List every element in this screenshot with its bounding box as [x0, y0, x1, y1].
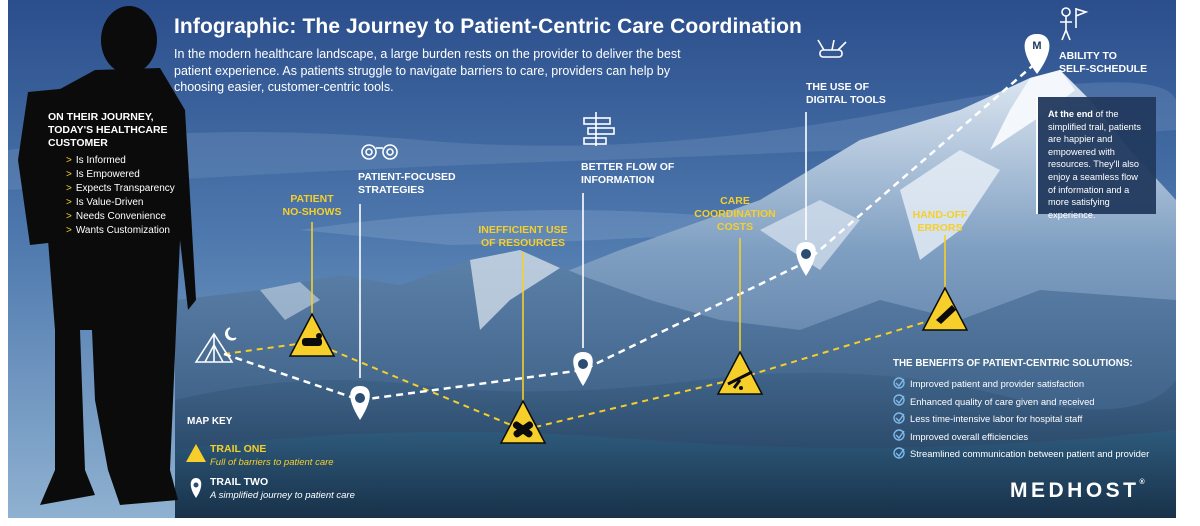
trait-text: Is Value-Driven	[75, 197, 144, 208]
label-line: THE USE OF	[806, 81, 870, 93]
check-icons	[893, 377, 905, 459]
benefit-text: Less time-intensive labor for hospital s…	[910, 413, 1083, 425]
intro-line: choosing easier, customer-centric tools.	[174, 80, 394, 94]
label-line: COSTS	[716, 221, 754, 233]
peak-snow	[990, 70, 1075, 150]
label-line: CARE	[720, 195, 750, 207]
trait-text: Is Empowered	[75, 169, 140, 180]
intro-line: In the modern healthcare landscape, a la…	[174, 47, 681, 61]
map-key-pin	[190, 478, 202, 498]
map-key-trail-one-desc: Full of barriers to patient care	[210, 457, 334, 468]
benefit-text: Streamlined communication between patien…	[910, 448, 1150, 460]
label-inefficient-resources: INEFFICIENT USE OF RESOURCES	[430, 224, 616, 250]
label-line: INEFFICIENT USE	[478, 224, 568, 236]
customer-heading-line: TODAY'S HEALTHCARE	[48, 124, 168, 136]
label-patient-focused: PATIENT-FOCUSED STRATEGIES	[358, 171, 456, 197]
label-handoff-errors: HAND-OFF ERRORS	[880, 209, 1000, 235]
chevron-right-icon: >	[66, 211, 72, 222]
end-summary-body: of the simplified trail, patients are ha…	[1048, 109, 1141, 220]
hiker-silhouette	[18, 6, 196, 505]
chevron-right-icon: >	[66, 197, 72, 208]
map-key-heading: MAP KEY	[187, 416, 233, 427]
label-line: ABILITY TO	[1059, 50, 1117, 62]
list-item: >Is Empowered	[66, 168, 175, 182]
customer-heading-line: ON THEIR JOURNEY,	[48, 111, 154, 123]
benefit-text: Improved overall efficiencies	[910, 430, 1029, 442]
label-line: DIGITAL TOOLS	[806, 94, 886, 106]
label-self-schedule: ABILITY TO SELF-SCHEDULE	[1059, 50, 1147, 76]
trail-two-leaders	[359, 112, 807, 378]
intro-line: patient experience. As patients struggle…	[174, 63, 671, 78]
label-line: COORDINATION	[694, 208, 776, 220]
page-title: Infographic: The Journey to Patient-Cent…	[174, 15, 802, 38]
registered-mark: ®	[1139, 479, 1145, 486]
trait-text: Wants Customization	[75, 225, 170, 236]
benefits-heading: THE BENEFITS OF PATIENT-CENTRIC SOLUTION…	[893, 358, 1133, 369]
trait-text: Is Informed	[75, 155, 126, 166]
cloud-band	[8, 82, 1176, 190]
map-key-triangle	[186, 444, 206, 462]
label-line: ERRORS	[917, 222, 963, 234]
list-item: >Is Informed	[66, 154, 175, 168]
mid-snow	[470, 250, 560, 330]
end-summary-text: At the end of the simplified trail, pati…	[1048, 108, 1148, 221]
end-summary-lead: At the end	[1048, 109, 1093, 119]
benefit-text: Improved patient and provider satisfacti…	[910, 378, 1085, 390]
location-pins	[350, 34, 1050, 420]
chevron-right-icon: >	[66, 225, 72, 236]
label-patient-no-shows: PATIENT NO-SHOWS	[270, 193, 354, 219]
list-item: >Is Value-Driven	[66, 196, 175, 210]
medhost-logo: MEDHOST®	[1010, 479, 1145, 503]
snow-patch-2	[760, 200, 860, 270]
label-line: BETTER FLOW OF	[581, 161, 675, 173]
label-line: INFORMATION	[581, 174, 655, 186]
benefit-text: Enhanced quality of care given and recei…	[910, 395, 1095, 407]
valley-floor	[175, 430, 1176, 518]
trait-text: Needs Convenience	[75, 211, 166, 222]
trail-one-path	[223, 315, 946, 432]
logo-text: MEDHOST	[1010, 479, 1140, 502]
label-better-flow: BETTER FLOW OF INFORMATION	[581, 161, 674, 187]
list-item: >Expects Transparency	[66, 182, 175, 196]
list-item: >Needs Convenience	[66, 210, 175, 224]
chevron-right-icon: >	[66, 169, 72, 180]
cloud-band-lower	[300, 190, 1000, 245]
list-item: Improved overall efficiencies	[893, 428, 1149, 446]
label-line: PATIENT-FOCUSED	[358, 171, 456, 183]
list-item: Streamlined communication between patien…	[893, 445, 1149, 463]
line-icons	[361, 7, 1089, 160]
chevron-right-icon: >	[66, 183, 72, 194]
label-line: SELF-SCHEDULE	[1059, 63, 1148, 75]
label-coordination-costs: CARE COORDINATION COSTS	[660, 195, 810, 234]
mid-snow-2	[260, 282, 320, 320]
list-item: Enhanced quality of care given and recei…	[893, 393, 1149, 411]
label-line: PATIENT	[290, 193, 334, 205]
list-item: >Wants Customization	[66, 224, 175, 238]
customer-heading-line: CUSTOMER	[48, 137, 108, 149]
label-line: OF RESOURCES	[480, 237, 565, 249]
label-line: NO-SHOWS	[282, 206, 342, 218]
intro-paragraph: In the modern healthcare landscape, a la…	[174, 46, 734, 96]
snow-patch	[900, 150, 1000, 260]
list-item: Less time-intensive labor for hospital s…	[893, 410, 1149, 428]
chevron-right-icon: >	[66, 155, 72, 166]
trait-text: Expects Transparency	[75, 183, 175, 194]
map-key-trail-two-desc: A simplified journey to patient care	[210, 490, 355, 501]
tent-icon-shape	[194, 327, 237, 363]
label-digital-tools: THE USE OF DIGITAL TOOLS	[806, 81, 886, 107]
warning-triangles	[288, 286, 969, 444]
customer-heading: ON THEIR JOURNEY, TODAY'S HEALTHCARE CUS…	[48, 111, 168, 150]
label-line: STRATEGIES	[358, 184, 425, 196]
map-key-trail-one: TRAIL ONE	[210, 443, 267, 455]
trail-one-leaders	[311, 222, 946, 405]
label-line: HAND-OFF	[912, 209, 968, 221]
list-item: Improved patient and provider satisfacti…	[893, 375, 1149, 393]
benefits-list: Improved patient and provider satisfacti…	[893, 375, 1149, 463]
map-key-trail-two: TRAIL TWO	[210, 476, 269, 488]
medhost-pin-letter: M	[1032, 40, 1042, 52]
customer-traits-list: >Is Informed >Is Empowered >Expects Tran…	[66, 154, 175, 238]
end-summary-box	[1036, 97, 1156, 214]
